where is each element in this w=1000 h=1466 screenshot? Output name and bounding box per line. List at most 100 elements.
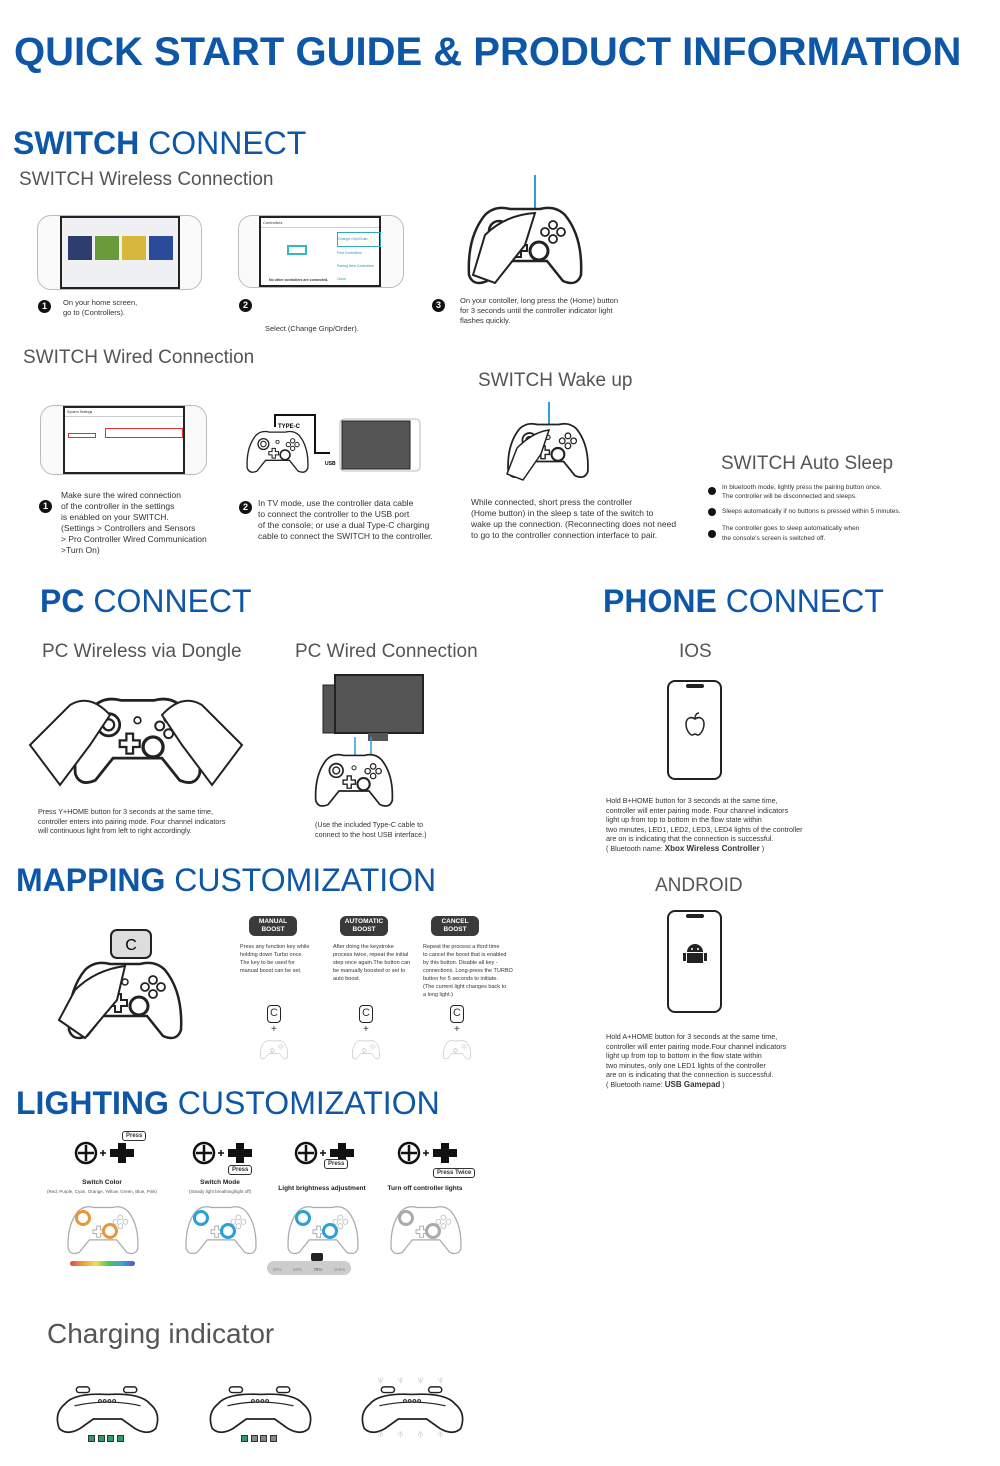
bt-prefix: ( Bluetooth name: [606, 843, 665, 853]
sleep-bullet-2: Sleeps automatically if no buttons is pr… [722, 508, 901, 515]
pc-connect-heading: PC CONNECT [40, 583, 252, 620]
charging-controller-illustration [56, 1386, 159, 1434]
step-number: 1 [39, 500, 52, 513]
bullet [708, 487, 716, 495]
ios-instructions: Hold B+HOME button for 3 seconds at the … [606, 796, 803, 843]
sleep-bullet-1: In bluetooth mode, lightly press the pai… [722, 484, 882, 500]
settings-header: System Settings [65, 408, 183, 417]
mapping-controller-illustration: C [57, 929, 183, 1040]
pc-wired-text: (Use the included Type-C cable to connec… [315, 820, 427, 839]
android-phone-illustration [667, 910, 722, 1013]
turbo-key-icon: C [450, 1005, 464, 1023]
plus-icon: + [363, 1024, 369, 1035]
stick-light-ring [193, 1210, 209, 1226]
bt-suffix: ) [720, 1079, 725, 1089]
stick-light-ring [295, 1210, 311, 1226]
apple-icon [684, 712, 705, 736]
charging-controller-illustration [209, 1386, 312, 1434]
brightness-pointer [311, 1253, 323, 1261]
led-off [269, 1435, 277, 1442]
switch-console-home [37, 215, 202, 290]
brightness-level[interactable]: 100% [333, 1267, 346, 1272]
android-icon [682, 944, 707, 963]
wireless-step-3-text: On your contoller, long press the (Home)… [460, 296, 618, 325]
press-callout: Press [228, 1165, 253, 1175]
bullet [708, 508, 716, 516]
pc-wireless-text: Press Y+HOME button for 3 seconds at the… [38, 807, 226, 835]
lighting-item-subtitle: (Red, Purple, Cyan, Orange, Yellow, Gree… [46, 1189, 158, 1194]
home-plus-dpad-icon [397, 1141, 459, 1165]
brightness-level[interactable]: 75% [313, 1267, 323, 1272]
pc-wired-title: PC Wired Connection [295, 641, 478, 662]
stick-light-ring [102, 1223, 118, 1239]
button-layout-icon [259, 1040, 289, 1060]
press-callout: Press [122, 1131, 147, 1141]
automatic-boost-text: After doing the keystroke process twice,… [333, 944, 411, 982]
auto-sleep-title: SWITCH Auto Sleep [721, 453, 894, 474]
heading-bold: SWITCH [13, 125, 140, 161]
menu-change-grip: Change Grip/Order [337, 232, 381, 247]
ios-text: Hold B+HOME button for 3 seconds at the … [606, 796, 803, 853]
stick-ring-off [425, 1223, 441, 1239]
turbo-key-icon: C [359, 1005, 373, 1023]
game-tile [68, 236, 92, 260]
android-title: ANDROID [655, 875, 743, 896]
step-number: 1 [38, 300, 51, 313]
controller-home-press-illustration [467, 175, 583, 285]
turbo-key-label: C [125, 937, 137, 954]
lighting-item-title: Switch Color [82, 1179, 122, 1186]
wireless-step-1-text: On your home screen, go to (Controllers)… [63, 298, 138, 317]
led-off [260, 1435, 267, 1442]
console-icon [287, 245, 307, 255]
manual-boost-text: Press any function key while holding dow… [240, 944, 310, 974]
home-plus-dpad-icon [192, 1141, 254, 1165]
flash-mark-icon: \|/ [378, 1378, 383, 1384]
button-layout-icon [351, 1040, 381, 1060]
led-on [88, 1435, 95, 1442]
type-c-label: TYPE-C [278, 424, 301, 430]
led-on [107, 1435, 114, 1442]
heading-light: CUSTOMIZATION [177, 1085, 440, 1121]
game-tile [149, 236, 173, 260]
cancel-boost-badge: CANCEL BOOST [431, 916, 479, 936]
bt-prefix: ( Bluetooth name: [606, 1079, 665, 1089]
charging-indicator-title: Charging indicator [47, 1318, 275, 1349]
cancel-boost-text: Repeat the process a third time to cance… [423, 944, 513, 998]
heading-light: CONNECT [725, 583, 884, 619]
switch-console-controllers: Controllers Change Grip/Order Find Contr… [238, 215, 404, 288]
switch-wake-title: SWITCH Wake up [478, 370, 633, 391]
ios-bluetooth-name: Xbox Wireless Controller [664, 843, 760, 853]
stick-ring-off [398, 1210, 414, 1226]
press-callout: Press Twice [433, 1168, 476, 1178]
lighting-item-title: Light brightness adjustment [278, 1185, 366, 1192]
stick-light-ring [220, 1223, 236, 1239]
stick-light-ring [322, 1223, 338, 1239]
brightness-level[interactable]: 25% [272, 1267, 282, 1272]
settings-highlight [105, 428, 183, 438]
pc-dongle-controller-illustration [28, 697, 244, 787]
lighting-item-subtitle: (Steady light breathing/light off) [188, 1189, 252, 1194]
home-screen [60, 216, 180, 289]
heading-bold: MAPPING [16, 862, 166, 898]
step-number: 2 [239, 501, 252, 514]
controllers-menu: Change Grip/Order Find Controllers Pairi… [337, 232, 381, 286]
turbo-key-icon: C [267, 1005, 281, 1023]
flash-mark-icon: /|\ [438, 1432, 443, 1438]
phone-connect-heading: PHONE CONNECT [603, 583, 884, 620]
mapping-heading: MAPPING CUSTOMIZATION [16, 862, 436, 899]
page-title: QUICK START GUIDE & PRODUCT INFORMATION [14, 30, 962, 74]
flash-mark-icon: \|/ [438, 1378, 443, 1384]
game-tile [122, 236, 146, 260]
brightness-selector: 25% 50% 75% 100% [267, 1253, 351, 1275]
tv-mode-wired-illustration: TYPE-C USB [246, 414, 421, 474]
heading-bold: PHONE [603, 583, 717, 619]
wireless-step-2-text: Select (Change Grip/Order). [265, 324, 359, 333]
switch-wired-title: SWITCH Wired Connection [23, 347, 255, 368]
brightness-level[interactable]: 50% [293, 1267, 303, 1272]
plus-icon: + [271, 1024, 277, 1035]
phone-notch [685, 684, 704, 688]
manual-boost-badge: MANUAL BOOST [249, 916, 297, 936]
button-layout-icon [442, 1040, 472, 1060]
controller-wake-illustration [506, 402, 590, 481]
brightness-levels: 25% 50% 75% 100% [267, 1261, 351, 1272]
